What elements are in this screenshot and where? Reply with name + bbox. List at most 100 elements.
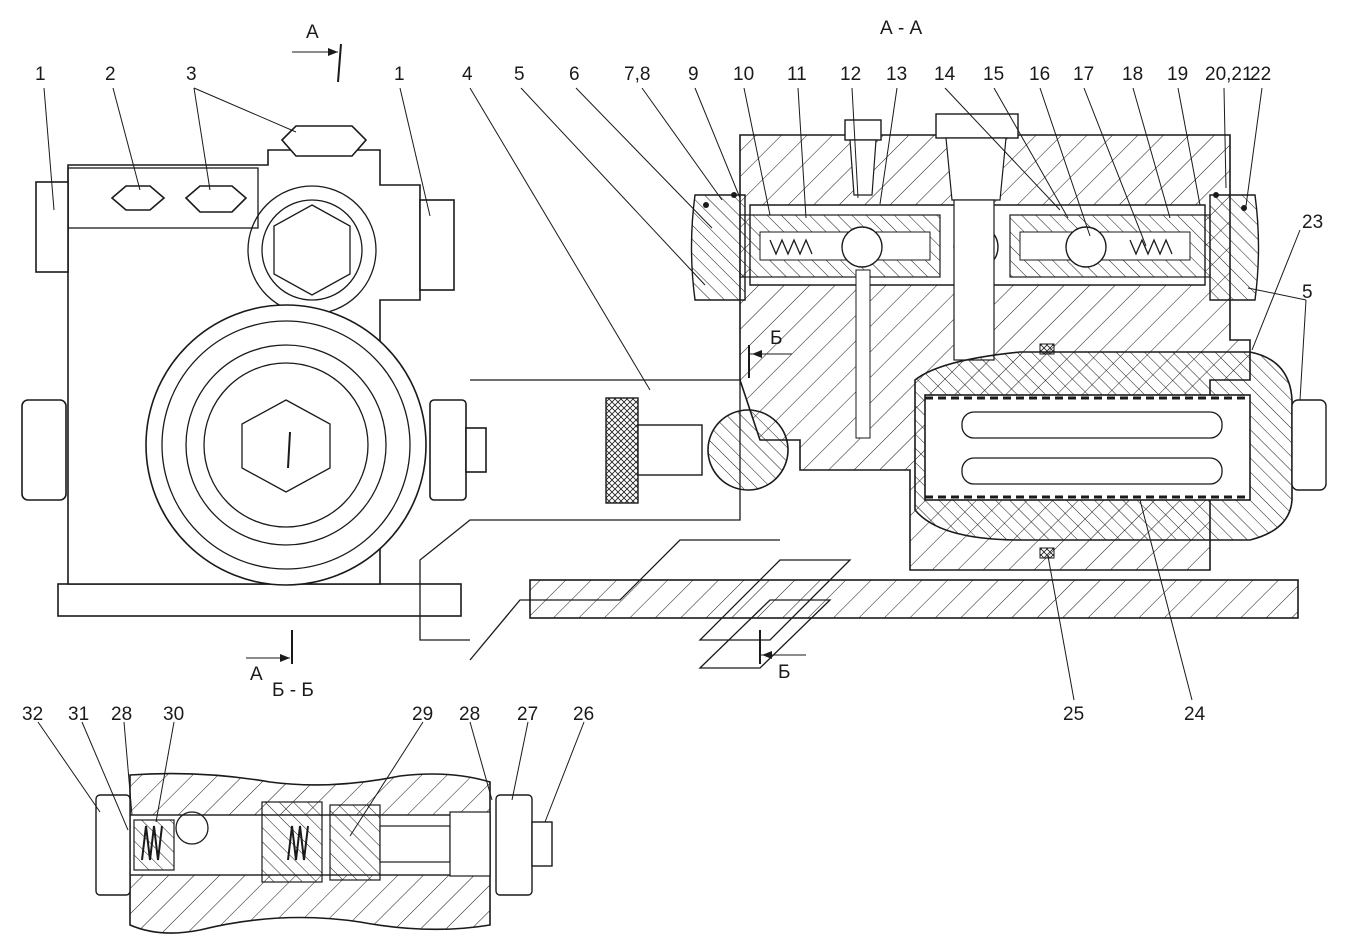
aa-filter-slot-upper [961,411,1223,439]
bb-right-stem-26 [531,821,553,867]
callout-aa-3: 7,8 [624,64,650,85]
upper-port-hex-icon [273,204,351,296]
callout-bb-2: 28 [111,704,132,725]
cut-label-b-bottom: Б [778,662,790,683]
section-aa [419,113,1327,669]
aa-ghost-outline-3 [698,559,852,641]
main-boss-ring2 [161,320,411,570]
hex-nut-3a [184,185,248,213]
callout-bb-1: 31 [68,704,89,725]
callout-aa-19: 25 [1063,704,1084,725]
bb-spring-mid-icon [287,825,309,861]
front-view [21,125,487,617]
aa-left-end-cap [690,194,746,301]
main-boss-ring3 [185,344,387,546]
leader-lines [37,87,1307,837]
callout-bb-4: 29 [412,704,433,725]
callout-bb-5: 28 [459,704,480,725]
bb-center-spool [261,801,323,883]
callout-front-3: 1 [394,64,405,85]
aa-plug-12 [844,119,882,141]
aa-ball-11 [841,226,883,268]
cut-mark-b-bottom: Б [759,630,806,683]
main-boss-outer [145,304,427,586]
aa-ghost-outline-1 [419,379,741,641]
callout-aa-4: 9 [688,64,699,85]
bb-seat-right [449,811,491,877]
bb-right-plug-27 [495,794,533,896]
aa-seal-small-d [1241,205,1247,211]
cut-label-a-bottom: А [250,664,263,685]
callout-aa-17: 23 [1302,212,1323,233]
main-boss-ring4 [203,362,369,528]
left-plug-1 [35,181,69,273]
aa-thin-channel [855,269,871,439]
hex-nut-2 [110,185,166,211]
aa-filter-nut [605,397,639,504]
cut-mark-a-bottom: А [246,630,293,685]
aa-right-spring-icon [1129,238,1173,256]
callout-aa-0: 4 [462,64,473,85]
callout-aa-16: 22 [1250,64,1271,85]
right-side-plug [429,399,467,501]
callout-bb-0: 32 [22,704,43,725]
aa-filter-fitting [637,424,703,476]
aa-ball-16 [1065,226,1107,268]
aa-cross-bore [707,409,789,491]
right-plug-1 [419,199,455,291]
aa-left-spring-icon [769,238,813,256]
cut-mark-b-top: Б [748,328,792,378]
main-boss-hex-icon [241,399,331,493]
callout-aa-12: 17 [1073,64,1094,85]
aa-seal-small-c [1213,192,1219,198]
aa-seal-top [1039,343,1055,355]
cut-mark-a-top: А [292,22,342,83]
callout-aa-20: 24 [1184,704,1206,725]
callout-aa-6: 11 [787,64,807,85]
callout-aa-1: 5 [514,64,525,85]
aa-base [529,579,1299,619]
section-title-bb: Б - Б [272,680,314,701]
upper-port-inner [261,199,363,301]
aa-filter-slot-lower [961,457,1223,485]
aa-seal-small-a [703,202,709,208]
callout-aa-18: 5 [1302,282,1313,303]
callout-aa-7: 12 [840,64,861,85]
callout-bb-3: 30 [163,704,184,725]
callout-numbers: 1 2 3 1 4 5 6 7,8 9 10 11 12 13 14 15 16… [22,64,1323,725]
aa-stem-14 [945,137,1007,201]
left-side-plug [21,399,67,501]
front-base-plate [57,583,462,617]
callout-aa-15: 20,21 [1205,64,1253,85]
hex-nut-3b [280,125,368,157]
aa-seal-small-b [731,192,737,198]
callout-front-0: 1 [35,64,46,85]
callout-front-1: 2 [105,64,116,85]
callout-aa-5: 10 [733,64,754,85]
main-boss-mark [287,431,291,469]
aa-filter-end-plug [1291,399,1327,491]
aa-stem-12 [849,139,877,196]
callout-aa-9: 14 [934,64,956,85]
callout-aa-14: 19 [1167,64,1188,85]
right-side-stem [465,427,487,473]
aa-right-end-cap [1209,194,1260,301]
callout-bb-6: 27 [517,704,538,725]
aa-vertical-channel [953,199,995,361]
callout-aa-2: 6 [569,64,580,85]
callout-front-2: 3 [186,64,197,85]
aa-seal-25 [1039,547,1055,559]
aa-ghost-outline-4 [698,599,832,669]
callout-bb-7: 26 [573,704,594,725]
callout-aa-10: 15 [983,64,1004,85]
bb-port-hole [175,811,209,845]
aa-plug-14 [935,113,1019,139]
bb-plunger [379,825,451,863]
aa-ghost-outline-2 [469,539,780,661]
callout-aa-11: 16 [1029,64,1050,85]
bb-valve-29 [329,804,381,881]
cut-label-b-top: Б [770,328,782,349]
section-bb [95,772,553,934]
callout-aa-8: 13 [886,64,907,85]
